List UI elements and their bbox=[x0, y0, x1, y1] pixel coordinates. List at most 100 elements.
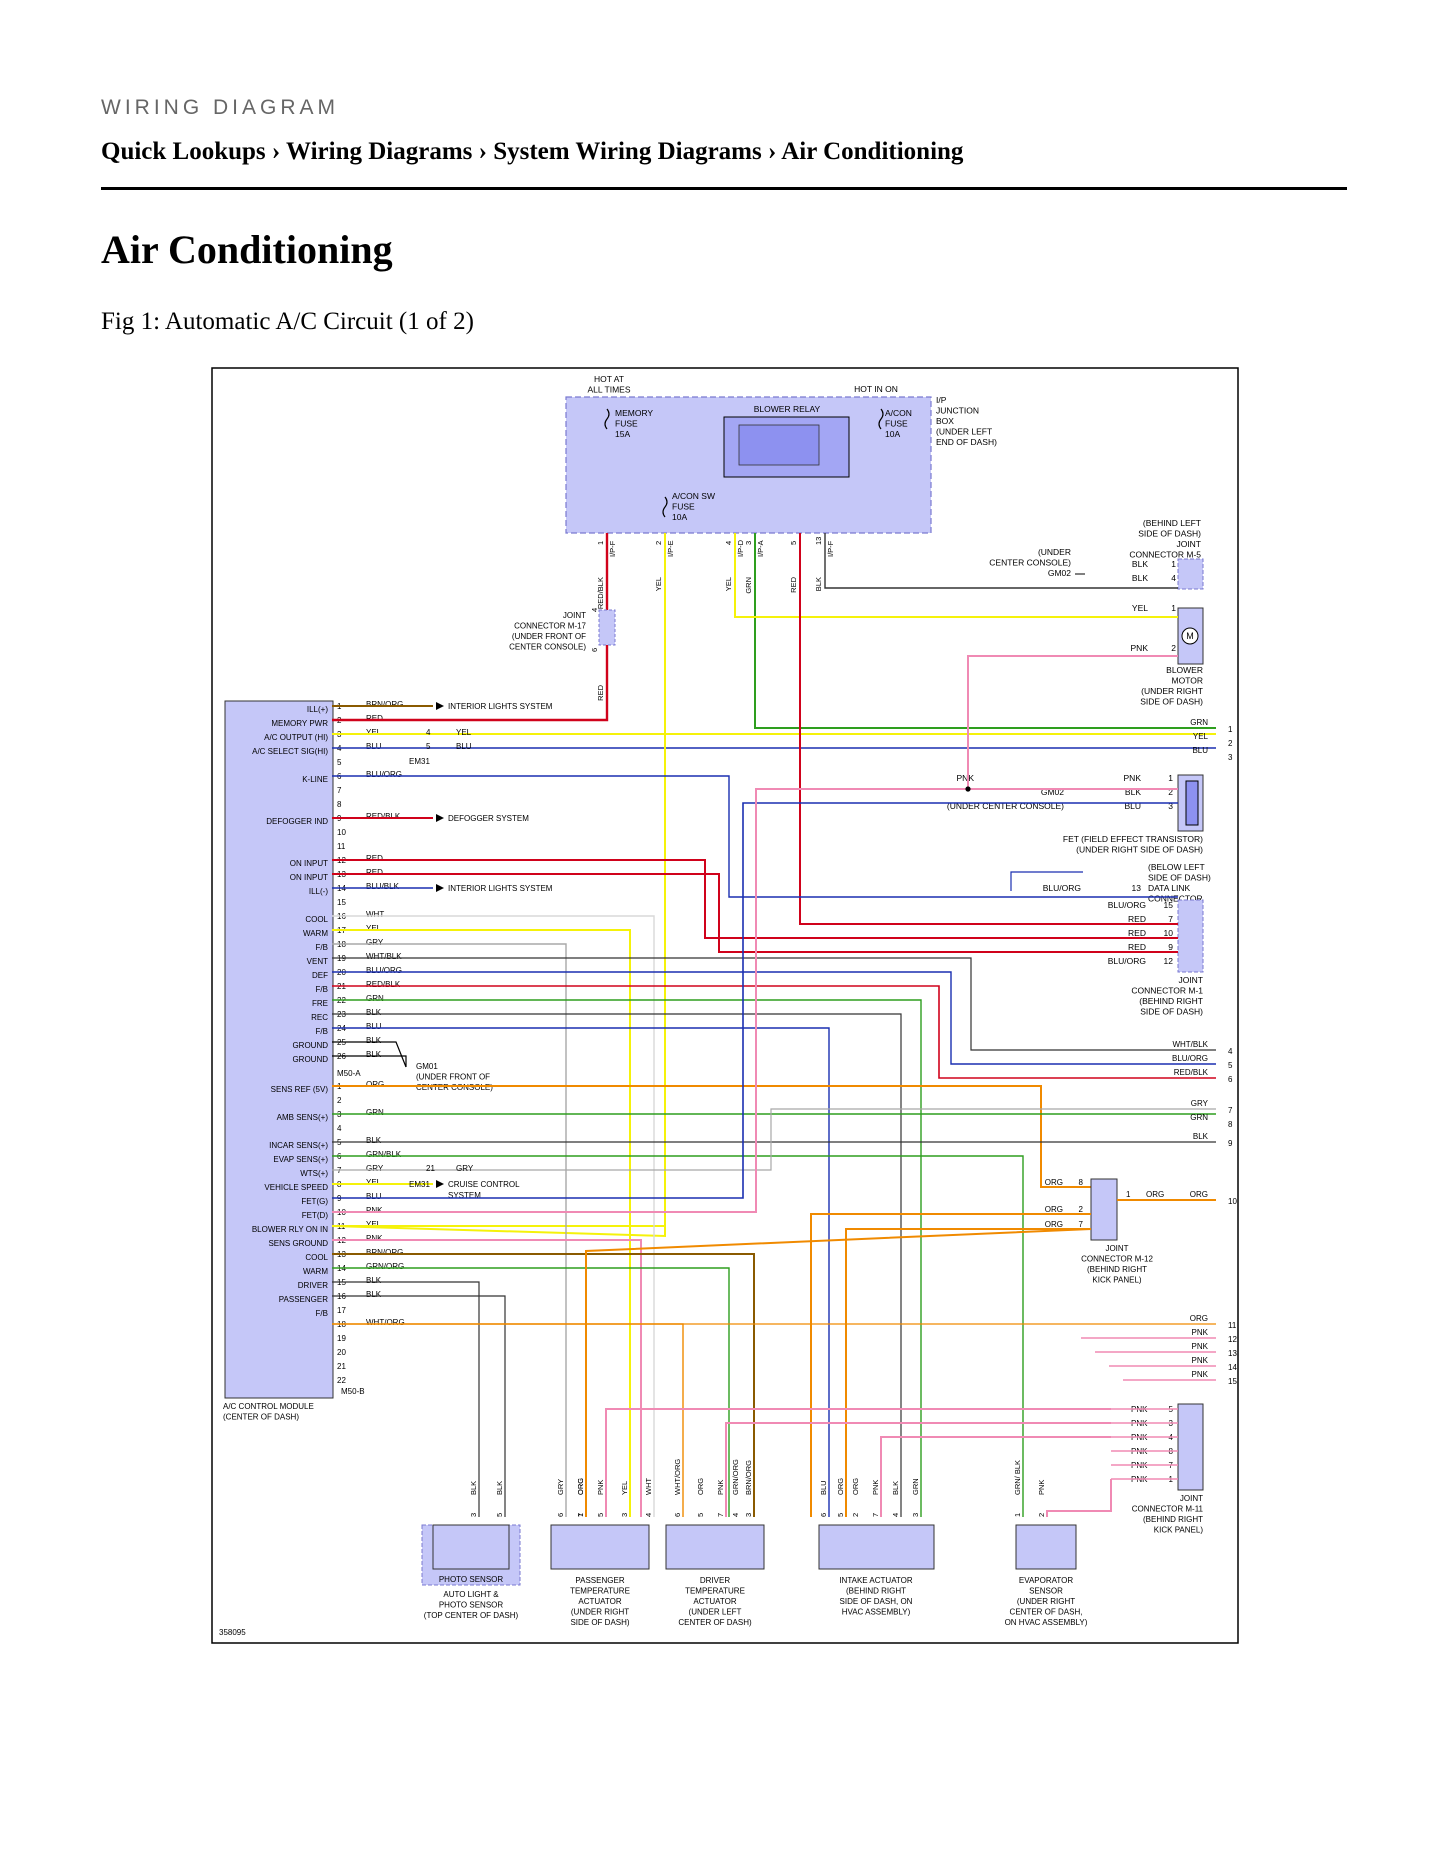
jb-connector-id: I/P-F bbox=[608, 540, 617, 557]
fet-pin: 3 bbox=[1168, 801, 1173, 811]
m50a-wire-color: BLK bbox=[366, 1036, 382, 1045]
gm02-label: GM02 bbox=[1041, 787, 1064, 797]
m50a-pin-number: 11 bbox=[337, 842, 346, 851]
joint-m17-label: JOINT bbox=[563, 611, 586, 620]
m50a-signal-name: GROUND bbox=[292, 1055, 328, 1064]
m1-pin: 10 bbox=[1164, 928, 1174, 938]
breadcrumb-item-wiring-diagrams[interactable]: Wiring Diagrams bbox=[286, 138, 473, 165]
m50b-wire-color: GRY bbox=[366, 1164, 384, 1173]
driver-actuator-label: ACTUATOR bbox=[693, 1597, 736, 1606]
m50a-signal-name: K-LINE bbox=[302, 775, 328, 784]
fet-pnk-label: PNK bbox=[957, 773, 975, 783]
gm02-location: (UNDER CENTER CONSOLE) bbox=[947, 801, 1064, 811]
driver-actuator-pin: 3 bbox=[744, 1513, 753, 1517]
acon-fuse-label: A/CON bbox=[885, 408, 912, 418]
m50a-wire-color: BLU/ORG bbox=[366, 966, 402, 975]
wire-ground-1 bbox=[332, 1041, 407, 1068]
offpage-wire-color: PNK bbox=[1192, 1356, 1209, 1365]
photo-sensor bbox=[432, 1524, 510, 1570]
evaporator-sensor-label: (UNDER RIGHT bbox=[1017, 1597, 1075, 1606]
m12-wire: ORG bbox=[1146, 1190, 1164, 1199]
acon-sw-fuse-label: 10A bbox=[672, 512, 687, 522]
wire-evap-pnk bbox=[1046, 1479, 1112, 1517]
driver-actuator-pin: 7 bbox=[716, 1513, 725, 1517]
wire-on-input-1 bbox=[332, 859, 1178, 939]
wire-fb-def bbox=[332, 985, 1216, 1079]
driver-actuator bbox=[665, 1524, 765, 1570]
intake-actuator-wire: BLU bbox=[819, 1480, 828, 1495]
breadcrumb-item-air-conditioning[interactable]: Air Conditioning bbox=[781, 138, 964, 165]
page-title: Air Conditioning bbox=[101, 227, 393, 272]
m50a-signal-name: F/B bbox=[316, 1027, 328, 1036]
em31-connector-id: EM31 bbox=[409, 757, 430, 766]
gm01-label: CENTER CONSOLE) bbox=[416, 1083, 493, 1092]
relay-coil-area bbox=[738, 424, 820, 466]
data-link-connector-label: CONNECTOR bbox=[1148, 894, 1203, 904]
m50b-wire-color: GRN/ORG bbox=[366, 1262, 404, 1271]
offpage-number: 15 bbox=[1228, 1377, 1237, 1386]
jb-wire-color: RED bbox=[789, 576, 798, 592]
wire-fb-pass bbox=[332, 943, 567, 1517]
offpage-wire-color: GRN bbox=[1190, 1113, 1208, 1122]
jb-pin-number: 4 bbox=[724, 541, 733, 545]
joint-connector-m17 bbox=[598, 609, 616, 646]
wire-org-photo bbox=[585, 1228, 1092, 1517]
offpage-number: 10 bbox=[1228, 1197, 1237, 1206]
m50b-wire-color: BLU bbox=[366, 1192, 382, 1201]
breadcrumb-item-system-wiring-diagrams[interactable]: System Wiring Diagrams bbox=[493, 138, 762, 165]
passenger-actuator bbox=[550, 1524, 650, 1570]
wire-pnk-drv bbox=[725, 1422, 1111, 1517]
m50b-signal-name: FET(D) bbox=[302, 1211, 329, 1220]
m50b-wire-color: ORG bbox=[366, 1080, 384, 1089]
breadcrumb-separator: › bbox=[761, 138, 782, 165]
joint-m11-label: KICK PANEL) bbox=[1154, 1526, 1204, 1535]
wire-blk-m5 bbox=[824, 533, 1178, 589]
fet-label: FET (FIELD EFFECT TRANSISTOR) bbox=[1063, 834, 1203, 844]
gm01-label: GM01 bbox=[416, 1062, 438, 1071]
m50b-pin-number: 19 bbox=[337, 1334, 346, 1343]
jb-pin-number: 13 bbox=[814, 537, 823, 545]
wire-k-line bbox=[332, 775, 1178, 898]
driver-actuator-label: CENTER OF DASH) bbox=[678, 1618, 752, 1627]
evaporator-sensor-pin: 2 bbox=[1037, 1513, 1046, 1517]
photo-sensor-label: AUTO LIGHT & bbox=[443, 1590, 499, 1599]
m50a-wire-color: BLK bbox=[366, 1008, 382, 1017]
passenger-actuator-label: PASSENGER bbox=[575, 1576, 624, 1585]
m50a-signal-name: ON INPUT bbox=[290, 859, 328, 868]
wire-on-input-2 bbox=[332, 873, 1178, 953]
m50b-pin-number: 2 bbox=[337, 1096, 342, 1105]
m5-pin: 4 bbox=[1171, 573, 1176, 583]
passenger-actuator-wire: WHT bbox=[644, 1478, 653, 1495]
joint-m17-label: CONNECTOR M-17 bbox=[514, 622, 586, 631]
m50b-signal-name: INCAR SENS(+) bbox=[269, 1141, 328, 1150]
m50a-wire-color: BRN/ORG bbox=[366, 700, 403, 709]
motor-symbol: M bbox=[1186, 631, 1194, 641]
gm01-label: (UNDER FRONT OF bbox=[416, 1073, 490, 1082]
interior-lights-system-ref-2-arrow bbox=[436, 884, 444, 892]
driver-actuator-label: (UNDER LEFT bbox=[689, 1608, 742, 1617]
joint-connector-m11 bbox=[1177, 1403, 1204, 1491]
m50a-wire-color: WHT/BLK bbox=[366, 952, 402, 961]
evaporator-sensor-wire: GRN/ BLK bbox=[1013, 1460, 1022, 1495]
m50a-connector-id: M50-A bbox=[337, 1069, 361, 1078]
dlc-wire: BLU/ORG bbox=[1043, 883, 1081, 893]
intake-actuator-label: INTAKE ACTUATOR bbox=[839, 1576, 913, 1585]
offpage-number: 3 bbox=[1228, 753, 1233, 762]
m50a-signal-name: REC bbox=[311, 1013, 328, 1022]
m50a-wire-color: YEL bbox=[366, 924, 382, 933]
intake-actuator-pin: 3 bbox=[911, 1513, 920, 1517]
intake-actuator-label: (BEHIND RIGHT bbox=[846, 1587, 906, 1596]
blower-pin: 2 bbox=[1171, 643, 1176, 653]
wire-cool-drv bbox=[332, 1253, 755, 1517]
gm02-top-label: GM02 bbox=[1048, 568, 1071, 578]
m50a-signal-name: COOL bbox=[305, 915, 328, 924]
photo-sensor-label: PHOTO SENSOR bbox=[439, 1601, 504, 1610]
breadcrumb-item-quick-lookups[interactable]: Quick Lookups bbox=[101, 138, 266, 165]
ip-junction-box-label: END OF DASH) bbox=[936, 437, 997, 447]
photo-sensor-wire: BLK bbox=[469, 1481, 478, 1495]
joint-m12-label: KICK PANEL) bbox=[1092, 1276, 1142, 1285]
wire-def bbox=[332, 971, 1216, 1065]
m50b-signal-name: SENS REF (5V) bbox=[271, 1085, 329, 1094]
m50b-pin-number: 4 bbox=[337, 1124, 342, 1133]
